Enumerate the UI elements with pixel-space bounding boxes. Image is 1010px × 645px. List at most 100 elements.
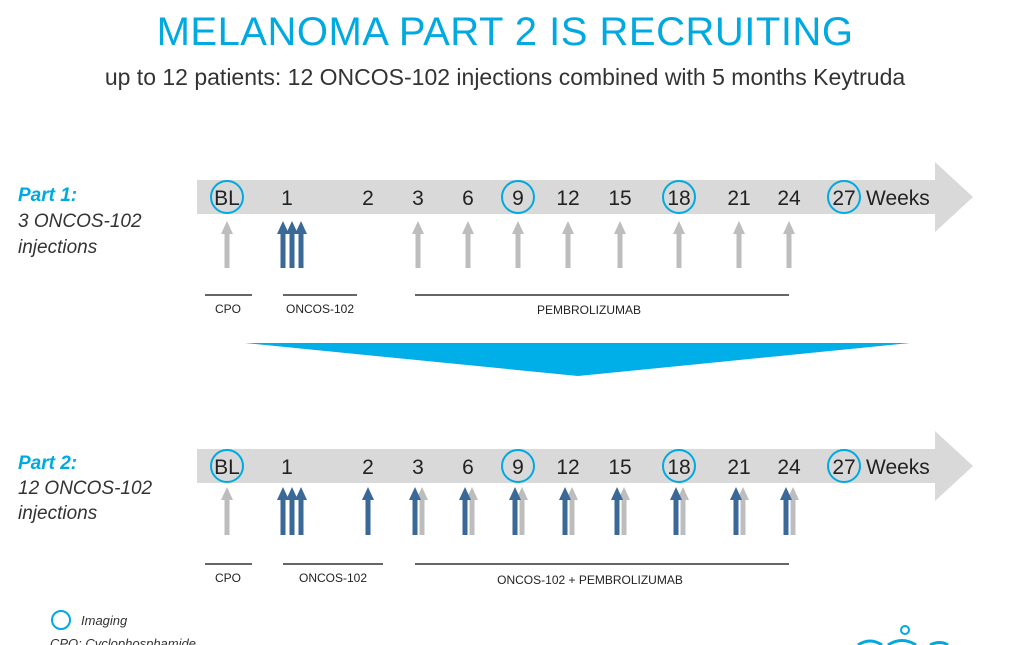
oncos-arrow-part2-9-head — [730, 487, 742, 500]
timeline-band-part2 — [197, 431, 973, 501]
phase-label-oncos-part1: ONCOS-102 — [286, 302, 354, 316]
imaging-circle-part1-8 — [662, 180, 696, 214]
pembro-arrow-part1-8-head — [673, 221, 685, 234]
pembro-arrow-part2-8-shaft — [680, 499, 686, 535]
oncos-arrow-part1-1-shaft — [289, 233, 295, 268]
cpo-arrow-part2-head — [221, 487, 233, 500]
imaging-circle-part1-11 — [827, 180, 861, 214]
week-tick-part2-11: 27 — [832, 456, 855, 479]
oncos-arrow-part2-0-shaft — [280, 499, 286, 535]
pembro-arrow-part1-4-shaft — [465, 233, 471, 268]
oncos-arrow-part2-2-shaft — [298, 499, 304, 535]
oncos-arrow-part2-3-shaft — [412, 499, 418, 535]
pembro-arrow-part1-3-shaft — [415, 233, 421, 268]
phase-label-cpo-part1: CPO — [215, 302, 241, 316]
imaging-circle-part2-0 — [210, 449, 244, 483]
pembro-arrow-part2-10-shaft — [790, 499, 796, 535]
weeks-label-part2: Weeks — [866, 456, 930, 479]
week-tick-part2-6: 12 — [556, 456, 579, 479]
transition-arrow — [245, 343, 910, 376]
cpo-arrow-part2-shaft — [224, 499, 230, 535]
pembro-arrow-part1-6-shaft — [565, 233, 571, 268]
oncos-arrow-part1-0-shaft — [280, 233, 286, 268]
pembro-arrow-part1-9-shaft — [736, 233, 742, 268]
legend-footnote: CPO: Cyclophosphamide — [50, 636, 196, 645]
pembro-arrow-part1-5-head — [512, 221, 524, 234]
week-tick-part1-11: 27 — [832, 187, 855, 210]
pembro-arrow-part1-7-shaft — [617, 233, 623, 268]
week-tick-part2-7: 15 — [608, 456, 631, 479]
oncos-arrow-part2-7-head — [611, 487, 623, 500]
part2-heading: Part 2: — [18, 453, 77, 474]
phase-label-combo-part2: ONCOS-102 + PEMBROLIZUMAB — [497, 573, 683, 587]
timeline-band-part1 — [197, 162, 973, 232]
pembro-arrow-part1-10-shaft — [786, 233, 792, 268]
oncos-arrow-part1-0-head — [277, 221, 289, 234]
oncos-arrow-part2-6-head — [559, 487, 571, 500]
week-tick-part1-10: 24 — [777, 187, 801, 210]
oncos-arrow-part1-2-shaft — [298, 233, 304, 268]
week-tick-part1-8: 18 — [667, 187, 690, 210]
week-tick-part1-4: 6 — [462, 187, 474, 210]
part2-line2: injections — [18, 503, 98, 524]
imaging-circle-part2-11 — [827, 449, 861, 483]
week-tick-part2-3: 3 — [412, 456, 424, 479]
part2-line1: 12 ONCOS-102 — [18, 478, 153, 499]
phase-label-cpo-part2: CPO — [215, 571, 241, 585]
oncos-arrow-part2-6-shaft — [562, 499, 568, 535]
oncos-arrow-part2-8-head — [670, 487, 682, 500]
oncos-arrow-part2-4-shaft — [462, 499, 468, 535]
week-tick-part1-2: 2 — [362, 187, 374, 210]
pembro-arrow-part1-7-head — [614, 221, 626, 234]
imaging-circle-part1-0 — [210, 180, 244, 214]
page-title: MELANOMA PART 2 IS RECRUITING — [156, 10, 854, 54]
week-tick-part1-5: 9 — [512, 187, 524, 210]
oncos-arrow-part2-5-shaft — [512, 499, 518, 535]
page-subtitle: up to 12 patients: 12 ONCOS-102 injectio… — [104, 64, 906, 90]
oncos-arrow-part1-1-head — [286, 221, 298, 234]
imaging-circle-part2-8 — [662, 449, 696, 483]
week-tick-part2-8: 18 — [667, 456, 690, 479]
week-tick-part1-0: BL — [214, 187, 240, 210]
week-tick-part1-6: 12 — [556, 187, 579, 210]
oncos-arrow-part2-1-head — [286, 487, 298, 500]
oncos-arrow-part2-10-shaft — [783, 499, 789, 535]
part1-line2: injections — [18, 237, 98, 258]
part1-heading: Part 1: — [18, 185, 77, 206]
phase-label-oncos-part2: ONCOS-102 — [299, 571, 367, 585]
week-tick-part2-4: 6 — [462, 456, 474, 479]
oncos-arrow-part2-week2-head — [362, 487, 374, 500]
oncos-arrow-part2-8-shaft — [673, 499, 679, 535]
pembro-arrow-part1-9-head — [733, 221, 745, 234]
pembro-arrow-part2-7-shaft — [621, 499, 627, 535]
pembro-arrow-part2-4-shaft — [469, 499, 475, 535]
week-tick-part1-3: 3 — [412, 187, 424, 210]
cpo-arrow-part1-shaft — [224, 233, 230, 268]
week-tick-part2-0: BL — [214, 456, 240, 479]
week-tick-part2-5: 9 — [512, 456, 524, 479]
oncos-arrow-part2-5-head — [509, 487, 521, 500]
week-tick-part1-9: 21 — [727, 187, 750, 210]
week-tick-part1-7: 15 — [608, 187, 631, 210]
oncos-arrow-part1-2-head — [295, 221, 307, 234]
cpo-arrow-part1-head — [221, 221, 233, 234]
oncos-arrow-part2-9-shaft — [733, 499, 739, 535]
pembro-arrow-part2-3-shaft — [419, 499, 425, 535]
pembro-arrow-part2-9-shaft — [740, 499, 746, 535]
pembro-arrow-part1-6-head — [562, 221, 574, 234]
oncos-arrow-part2-4-head — [459, 487, 471, 500]
legend-imaging-label: Imaging — [81, 613, 128, 628]
weeks-label-part1: Weeks — [866, 187, 930, 210]
logo-fragment — [857, 639, 949, 645]
pembro-arrow-part2-5-shaft — [519, 499, 525, 535]
imaging-legend-icon — [51, 610, 71, 630]
imaging-circle-part2-5 — [501, 449, 535, 483]
week-tick-part2-1: 1 — [281, 456, 293, 479]
oncos-arrow-part2-0-head — [277, 487, 289, 500]
pembro-arrow-part1-4-head — [462, 221, 474, 234]
week-tick-part1-1: 1 — [281, 187, 293, 210]
oncos-arrow-part2-1-shaft — [289, 499, 295, 535]
pembro-arrow-part1-8-shaft — [676, 233, 682, 268]
oncos-arrow-part2-7-shaft — [614, 499, 620, 535]
